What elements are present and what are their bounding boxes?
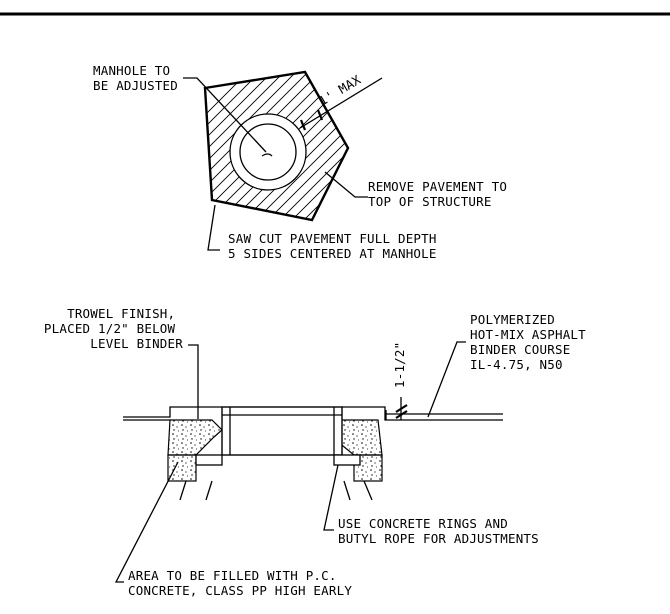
max-dimension-line (299, 77, 383, 129)
polymerized-label-line3: BINDER COURSE (470, 342, 570, 357)
manhole-label-line1: MANHOLE TO (93, 63, 170, 78)
area-label-line1: AREA TO BE FILLED WITH P.C. (128, 568, 337, 583)
svg-text:TROWEL FINISH, PLACED 1/: TROWEL FINISH, PLACED 1/2" BELOW LEVEL B… (44, 306, 183, 351)
rings-leader (323, 464, 339, 531)
thickness-label: 1-1/2" (392, 342, 407, 388)
svg-text:AREA TO BE FILLED WITH P.C.: AREA TO BE FILLED WITH P.C. CONCRETE, CL… (128, 568, 352, 598)
svg-text:POLYMERIZED HOT-MIX ASPH: POLYMERIZED HOT-MIX ASPHALT BINDER COURS… (470, 312, 594, 372)
manhole-center-mark (261, 153, 273, 157)
svg-text:USE CONCRETE RINGS AND B: USE CONCRETE RINGS AND BUTYL ROPE FOR AD… (338, 516, 539, 546)
trowel-label-line1: TROWEL FINISH, (67, 306, 175, 321)
pavement-right (342, 406, 503, 421)
area-leader (114, 461, 179, 583)
manhole-frame (221, 406, 343, 456)
remove-label-line2: TOP OF STRUCTURE (368, 194, 492, 209)
saw-cut-label-line2: 5 SIDES CENTERED AT MANHOLE (228, 246, 437, 261)
area-label-line2: CONCRETE, CLASS PP HIGH EARLY (128, 583, 352, 598)
svg-text:REMOVE PAVEMENT TO TOP O: REMOVE PAVEMENT TO TOP OF STRUCTURE (368, 179, 515, 209)
polymerized-label-line1: POLYMERIZED (470, 312, 555, 327)
polymerized-label-line4: IL-4.75, N50 (470, 357, 563, 372)
remove-pavement-leader (324, 171, 368, 198)
trowel-label-line2: PLACED 1/2" BELOW (44, 321, 176, 336)
saw-cut-label-line1: SAW CUT PAVEMENT FULL DEPTH (228, 231, 437, 246)
wall-left-outer (179, 480, 187, 501)
manhole-structure-inner (239, 123, 297, 181)
svg-text:MANHOLE TO BE ADJUSTED: MANHOLE TO BE ADJUSTED (93, 63, 178, 93)
rings-label-line1: USE CONCRETE RINGS AND (338, 516, 508, 531)
pavement-left (123, 406, 222, 418)
wall-right-outer (363, 480, 373, 501)
polymerized-label-line2: HOT-MIX ASPHALT (470, 327, 586, 342)
saw-cut-pentagon (203, 70, 350, 222)
svg-text:SAW CUT PAVEMENT FULL DEPTH: SAW CUT PAVEMENT FULL DEPTH 5 SIDES CENT… (228, 231, 444, 261)
polymerized-leader (427, 341, 466, 418)
section-view: TROWEL FINISH, PLACED 1/2" BELOW LEVEL B… (44, 306, 594, 598)
trowel-leader (188, 344, 199, 419)
adjusting-ring-left (195, 454, 223, 466)
concrete-fill-left (167, 419, 223, 456)
pavement-hatch (205, 72, 348, 220)
max-label: 1' MAX (316, 72, 364, 109)
remove-label-line1: REMOVE PAVEMENT TO (368, 179, 507, 194)
rings-label-line2: BUTYL ROPE FOR ADJUSTMENTS (338, 531, 539, 546)
plan-view: MANHOLE TO BE ADJUSTED 1' MAX REMOVE PAV… (93, 63, 515, 261)
saw-cut-leader (207, 204, 220, 251)
manhole-label-line2: BE ADJUSTED (93, 78, 178, 93)
adjusting-ring-right (333, 454, 361, 466)
trowel-label-line3: LEVEL BINDER (90, 336, 183, 351)
